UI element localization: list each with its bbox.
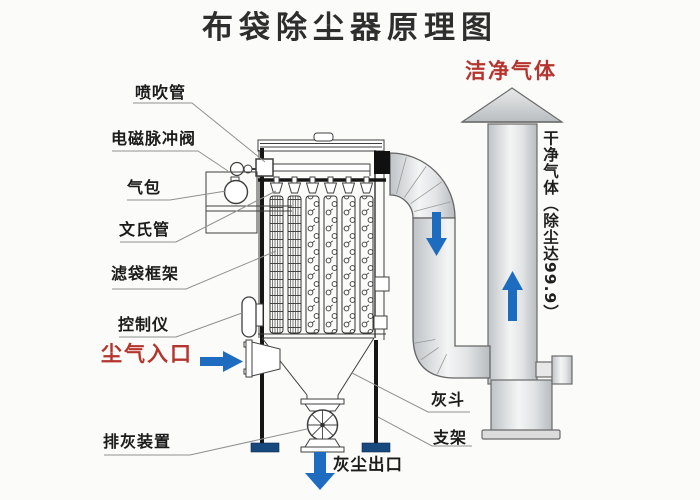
label-controller: 控制仪 [118, 315, 170, 334]
filter-bag-cage [269, 195, 284, 334]
inlet-arrow-right [200, 351, 243, 372]
leader-ash-discharge [104, 428, 308, 456]
label-clean-gas-note: 干净气体（除尘达99.9） [541, 130, 560, 321]
page-title: 布袋除尘器原理图 [202, 10, 498, 46]
outlet-arrow-down [305, 452, 335, 490]
venturi-tubes [269, 176, 374, 194]
rotary-ash-valve [300, 395, 345, 453]
leader-venturi [120, 190, 277, 243]
filter-bag [305, 195, 320, 334]
baghouse-body [205, 132, 390, 453]
dust-inlet-nozzle [243, 339, 281, 378]
label-bag-cage: 滤袋框架 [111, 264, 180, 283]
top-cover [257, 132, 385, 152]
label-clean-gas: 洁净气体 [465, 59, 557, 83]
duct-arrow-down [426, 212, 447, 256]
leader-pulse-valve [112, 150, 229, 172]
label-venturi: 文氏管 [119, 220, 171, 239]
chimney-stack [460, 87, 573, 440]
leader-lines [104, 102, 472, 456]
label-support: 支架 [433, 428, 468, 447]
filter-bag [341, 195, 356, 334]
label-blow-pipe: 喷吹管 [135, 83, 187, 102]
clean-gas-duct [389, 152, 491, 379]
label-ash-discharge: 排灰装置 [103, 432, 172, 451]
filter-bags [269, 195, 374, 334]
leader-bag-cage [112, 250, 277, 290]
label-air-bag: 气包 [127, 178, 162, 197]
chimney-rain-cap [460, 87, 564, 123]
chimney-arrow-up [502, 271, 523, 321]
chimney-side-stub [535, 361, 554, 378]
controller-box [241, 296, 264, 338]
leader-air-bag [127, 190, 227, 201]
filter-bag [359, 195, 374, 334]
chimney-side-box [551, 355, 573, 385]
elbow-segment-lines [396, 156, 452, 375]
label-dust-outlet: 灰尘出口 [333, 455, 403, 474]
label-dust-inlet: 尘气入口 [101, 342, 193, 366]
leader-ash-hopper [351, 372, 470, 413]
label-ash-hopper: 灰斗 [431, 390, 466, 409]
outlet-port [374, 151, 390, 174]
leader-support [377, 416, 472, 447]
label-pulse-valve: 电磁脉冲阀 [111, 129, 197, 148]
cover-handle [313, 132, 334, 142]
blow-pipe [255, 158, 371, 177]
filter-bag-cage [287, 195, 302, 334]
support-feet [250, 442, 391, 453]
flow-arrows [200, 212, 523, 490]
filter-bag [323, 195, 338, 334]
leader-blow-pipe [133, 102, 266, 163]
leader-controller [119, 312, 243, 338]
